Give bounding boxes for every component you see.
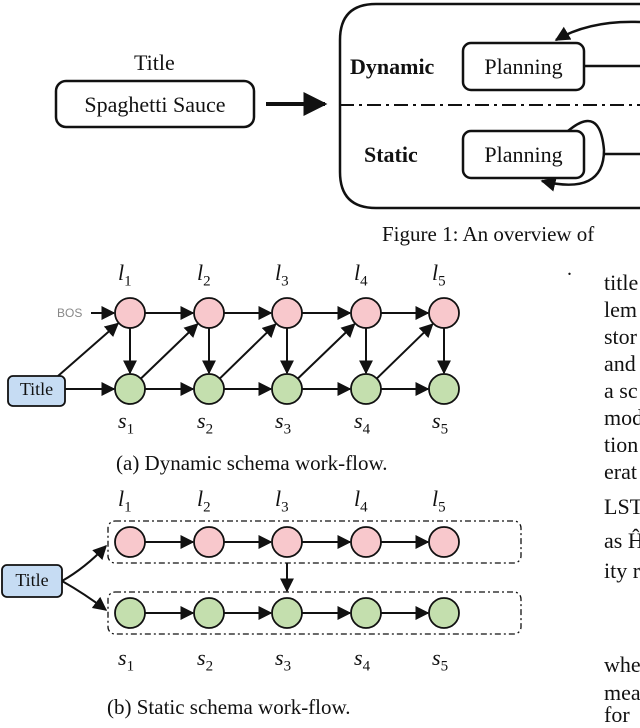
body-text-line: and bbox=[604, 351, 636, 376]
body-text-line: for bbox=[604, 702, 630, 727]
body-text-line: whe bbox=[604, 652, 640, 677]
sentence-node-a-2 bbox=[193, 373, 225, 405]
body-text-line: erat bbox=[604, 459, 637, 484]
sentence-label-a-4: s4 bbox=[354, 408, 371, 438]
sentence-group-box bbox=[107, 591, 522, 635]
sentence-label-a-2: s2 bbox=[197, 408, 214, 438]
title-to-sentence-arrow bbox=[61, 580, 108, 611]
sentence-label-b-2: s2 bbox=[197, 645, 214, 675]
plan-node-a-5 bbox=[428, 297, 460, 329]
title-label: Title bbox=[134, 50, 175, 75]
dynamic-schema-diagram bbox=[7, 297, 460, 407]
dynamic-planning-label: Planning bbox=[484, 54, 563, 79]
plan-label-a-5: l5 bbox=[432, 260, 446, 290]
title-input-box bbox=[54, 79, 256, 129]
sentence-label-b-3: s3 bbox=[275, 645, 292, 675]
plan-group-box bbox=[107, 520, 522, 564]
body-text-line: title bbox=[604, 270, 639, 295]
figure1-caption: Figure 1: An overview of bbox=[382, 222, 595, 246]
body-text-line: tion bbox=[604, 432, 639, 457]
plan-node-a-1 bbox=[114, 297, 146, 329]
diag-arrow-4 bbox=[376, 323, 434, 380]
plan-label-b-5: l5 bbox=[432, 486, 446, 516]
sentence-node-b-5 bbox=[428, 597, 460, 629]
sentence-label-b-5: s5 bbox=[432, 645, 449, 675]
body-text-line: a sc bbox=[604, 378, 638, 403]
title-node-a bbox=[7, 375, 66, 407]
sentence-label-a-5: s5 bbox=[432, 408, 449, 438]
dynamic-label: Dynamic bbox=[350, 54, 435, 79]
plan-node-b-1 bbox=[114, 526, 146, 558]
sentence-node-a-3 bbox=[271, 373, 303, 405]
body-text-line: stor bbox=[604, 324, 637, 349]
caption-a: (a) Dynamic schema work-flow. bbox=[116, 451, 388, 475]
diag-arrow-2 bbox=[219, 323, 277, 380]
body-text-line: mea bbox=[604, 680, 640, 705]
sentence-node-a-4 bbox=[350, 373, 382, 405]
diag-arrow-3 bbox=[297, 323, 356, 380]
plan-node-b-5 bbox=[428, 526, 460, 558]
static-schema-diagram bbox=[1, 520, 522, 635]
static-self-loop bbox=[540, 119, 606, 192]
plan-label-b-3: l3 bbox=[275, 486, 289, 516]
plan-label-b-2: l2 bbox=[197, 486, 211, 516]
body-text-line: lem bbox=[604, 297, 637, 322]
caption-b: (b) Static schema work-flow. bbox=[107, 695, 351, 719]
dynamic-feedback-arrow bbox=[554, 20, 640, 42]
sentence-node-b-4 bbox=[350, 597, 382, 629]
plan-node-b-3 bbox=[271, 526, 303, 558]
sentence-label-a-3: s3 bbox=[275, 408, 292, 438]
stray-dot: . bbox=[567, 258, 572, 280]
plan-node-a-4 bbox=[350, 297, 382, 329]
sentence-node-b-1 bbox=[114, 597, 146, 629]
plan-node-b-2 bbox=[193, 526, 225, 558]
plan-label-a-1: l1 bbox=[118, 260, 132, 290]
plan-label-b-1: l1 bbox=[118, 486, 132, 516]
title-to-plan-arrow bbox=[61, 544, 107, 582]
static-label: Static bbox=[364, 142, 418, 167]
plan-node-a-2 bbox=[193, 297, 225, 329]
sentence-node-a-1 bbox=[114, 373, 146, 405]
bos-label: BOS bbox=[57, 306, 83, 320]
title-node-a-label: Title bbox=[19, 379, 54, 399]
title-value: Spaghetti Sauce bbox=[84, 92, 226, 117]
plan-label-a-4: l4 bbox=[354, 260, 368, 290]
diag-arrow-1 bbox=[140, 323, 199, 380]
body-text-line: mod bbox=[604, 405, 640, 430]
body-text-line: ity r bbox=[604, 558, 640, 583]
plan-label-b-4: l4 bbox=[354, 486, 368, 516]
static-planning-box bbox=[461, 129, 586, 180]
sentence-label-a-1: s1 bbox=[118, 408, 135, 438]
title-node-b-label: Title bbox=[15, 570, 49, 590]
body-text-line: LST bbox=[604, 494, 640, 519]
sentence-node-a-5 bbox=[428, 373, 460, 405]
static-planning-label: Planning bbox=[484, 142, 563, 167]
plan-node-b-4 bbox=[350, 526, 382, 558]
body-text-line: as Ĥ bbox=[604, 528, 640, 553]
plan-node-a-3 bbox=[271, 297, 303, 329]
plan-label-a-2: l2 bbox=[197, 260, 211, 290]
title-to-l1-arrow bbox=[57, 322, 120, 377]
sentence-label-b-1: s1 bbox=[118, 645, 135, 675]
sentence-node-b-3 bbox=[271, 597, 303, 629]
sentence-node-b-2 bbox=[193, 597, 225, 629]
sentence-label-b-4: s4 bbox=[354, 645, 371, 675]
plan-label-a-3: l3 bbox=[275, 260, 289, 290]
